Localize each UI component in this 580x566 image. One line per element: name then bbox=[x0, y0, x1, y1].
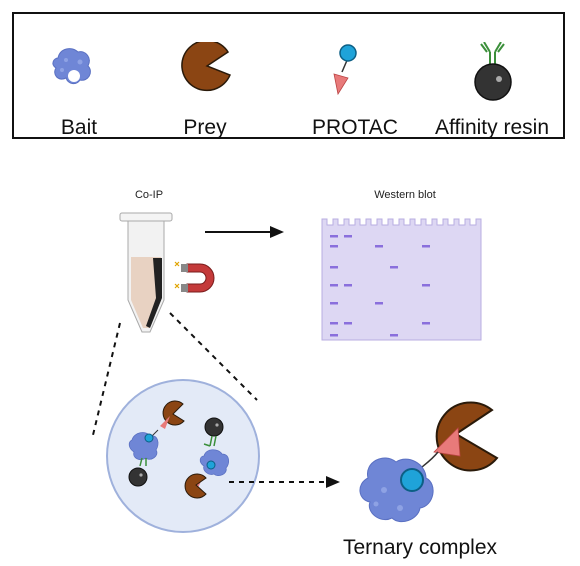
legend-item-protac: PROTAC bbox=[290, 42, 420, 142]
affinity-resin-bead-icon bbox=[474, 41, 512, 101]
western-blot-label: Western blot bbox=[374, 189, 436, 201]
bait-protein-icon bbox=[52, 48, 91, 85]
western-blot-gel bbox=[321, 218, 482, 341]
arrow-to-complex bbox=[229, 476, 340, 488]
coip-label: Co-IP bbox=[134, 189, 164, 201]
legend-label-protac: PROTAC bbox=[312, 116, 398, 139]
ternary-complex-label: Ternary complex bbox=[342, 536, 498, 559]
legend-item-resin: Affinity resin bbox=[427, 41, 557, 142]
legend-label-prey: Prey bbox=[183, 116, 227, 139]
blot-bands bbox=[330, 235, 430, 337]
ternary-complex bbox=[359, 401, 499, 523]
prey-pacman-icon bbox=[181, 39, 231, 92]
legend-item-bait: Bait bbox=[14, 42, 144, 142]
magnet-icon bbox=[174, 261, 215, 293]
protac-molecule-icon bbox=[333, 44, 357, 96]
legend-label-bait: Bait bbox=[60, 116, 98, 139]
legend-label-resin: Affinity resin bbox=[435, 116, 549, 139]
zoom-line-right bbox=[169, 312, 258, 401]
legend-box: Bait Prey PROTAC Affinity r bbox=[12, 12, 565, 139]
arrow-to-blot bbox=[205, 226, 284, 238]
zoom-circle bbox=[106, 379, 260, 533]
coip-tube bbox=[119, 212, 173, 333]
legend-item-prey: Prey bbox=[140, 39, 270, 142]
